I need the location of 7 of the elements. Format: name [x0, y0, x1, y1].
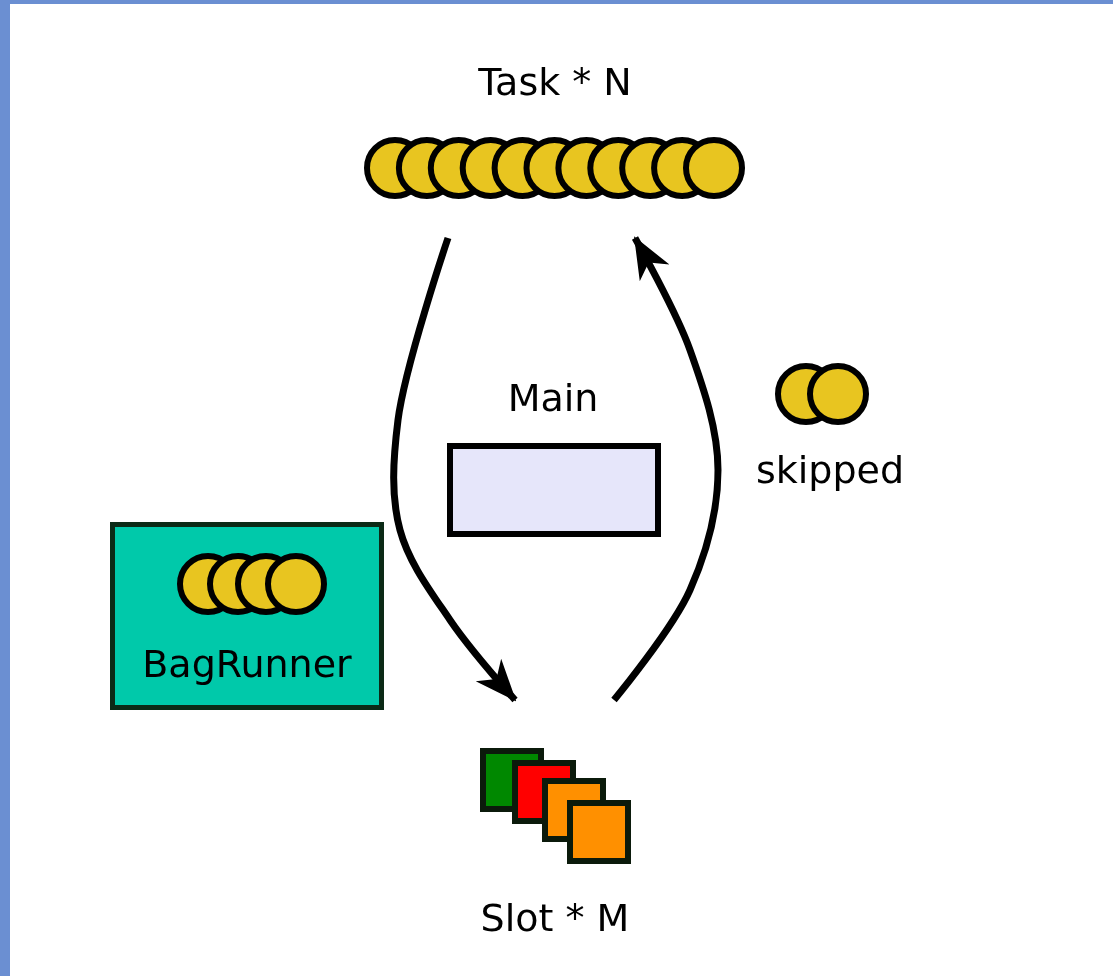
arrow	[611, 236, 722, 703]
arrow	[390, 236, 518, 703]
node-label: Slot * M	[479, 896, 631, 940]
node-label: skipped	[754, 448, 906, 492]
node-label: Main	[506, 376, 600, 420]
node-label: BagRunner	[141, 642, 353, 686]
node-label: Task * N	[477, 60, 633, 104]
